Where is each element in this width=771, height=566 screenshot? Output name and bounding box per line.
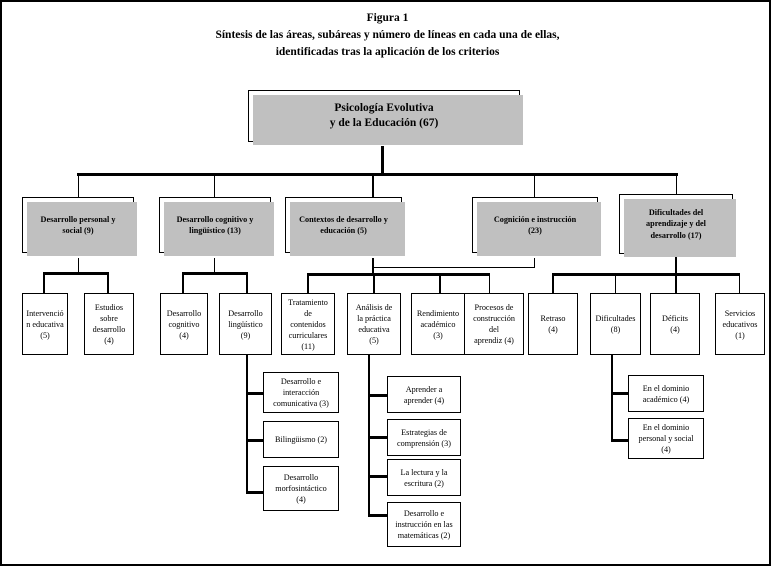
node-contextos-desarrollo-educacion[interactable]: Contextos de desarrollo y educación (5) — [285, 197, 405, 256]
node-label: Desarrollo cognitivo y lingüístico (13) — [176, 214, 254, 236]
node-label: Desarrollo personal y social (9) — [40, 214, 116, 236]
node-desarrollo-instruccion-matematicas[interactable]: Desarrollo e instrucción en las matemáti… — [387, 502, 461, 547]
node-label: Análisis de la práctica educativa (5) — [355, 303, 393, 345]
node-desarrollo-interaccion-comunicativa[interactable]: Desarrollo e interacción comunicativa (3… — [263, 372, 339, 413]
node-label: Intervenció n educativa (5) — [26, 308, 64, 340]
connector-branch-aprender-a-aprender — [368, 394, 388, 397]
connector-drop-analisis-practica-educativa — [373, 273, 375, 293]
node-label: Desarrollo cognitivo (4) — [166, 308, 202, 340]
node-label: Servicios educativos (1) — [722, 308, 758, 340]
node-rendimiento-academico[interactable]: Rendimiento académico (3) — [411, 293, 465, 355]
node-desarrollo-cognitivo-linguistico[interactable]: Desarrollo cognitivo y lingüístico (13) — [159, 197, 274, 256]
node-retraso[interactable]: Retraso (4) — [528, 293, 578, 355]
connector-drop-desarrollo-personal-social — [78, 173, 79, 197]
connector-spine-analisis-practica-educativa — [368, 355, 370, 516]
node-label: Procesos de construcción del aprendiz (4… — [473, 303, 515, 345]
node-label: Aprender a aprender (4) — [403, 384, 445, 405]
node-label: Retraso (4) — [540, 314, 566, 334]
node-desarrollo-morfosintactico[interactable]: Desarrollo morfosintáctico (4) — [263, 466, 339, 511]
connector-branch-estrategias-comprension — [368, 436, 388, 439]
node-label: En el dominio personal y social (4) — [638, 423, 694, 454]
figure-title-line-1: Figura 1 — [366, 12, 409, 24]
figure-title-line-3: identificadas tras la aplicación de los … — [275, 46, 500, 58]
connector-branch-dominio-personal-social — [611, 439, 629, 442]
connector-branch-desarrollo-instruccion-matematicas — [368, 514, 388, 517]
connector-bus-desarrollo-personal-social — [43, 272, 109, 275]
node-label: Estudios sobre desarrollo (4) — [92, 303, 126, 345]
connector-drop-cognicion-instruccion — [534, 173, 535, 197]
node-label: Bilingüismo (2) — [274, 435, 328, 444]
connector-drop-rendimiento-academico — [439, 273, 441, 293]
node-label: Tratamiento de contenidos curriculares (… — [288, 297, 328, 351]
node-deficits[interactable]: Déficits (4) — [650, 293, 700, 355]
node-label: Rendimiento académico (3) — [416, 308, 460, 340]
connector-drop-dificultades — [615, 273, 616, 293]
node-intervencion-educativa[interactable]: Intervenció n educativa (5) — [22, 293, 68, 355]
node-label: Desarrollo e instrucción en las matemáti… — [395, 509, 453, 540]
node-procesos-construccion-aprendiz[interactable]: Procesos de construcción del aprendiz (4… — [464, 293, 524, 355]
node-psicologia-evolutiva-educacion[interactable]: Psicología Evolutiva y de la Educación (… — [248, 90, 523, 145]
node-estudios-sobre-desarrollo[interactable]: Estudios sobre desarrollo (4) — [84, 293, 134, 355]
connector-drop-desarrollo-cognitivo — [182, 272, 184, 293]
connector-drop-desarrollo-linguistico — [246, 272, 248, 293]
connector-spine-dificultades — [611, 355, 613, 442]
node-label: Estrategias de comprensión (3) — [397, 427, 451, 448]
connector-branch-desarrollo-morfosintactico — [246, 491, 264, 494]
node-label: Desarrollo lingüístico (9) — [228, 308, 263, 340]
node-tratamiento-contenidos-curriculares[interactable]: Tratamiento de contenidos curriculares (… — [281, 293, 335, 355]
node-label: En el dominio académico (4) — [642, 383, 690, 404]
connector-branch-desarrollo-interaccion-comunicativa — [246, 392, 264, 395]
connector-spine-desarrollo-linguistico — [246, 355, 248, 493]
connector-drop-procesos-construccion-aprendiz — [489, 273, 490, 293]
connector-drop-desarrollo-cognitivo-linguistico — [214, 173, 215, 197]
figure-title: Figura 1 Síntesis de las áreas, subáreas… — [2, 10, 769, 61]
connector-drop-dificultades — [676, 173, 677, 195]
connector-stem-contextos-desarrollo-educacion — [372, 258, 374, 275]
node-label: La lectura y la escritura (2) — [400, 467, 448, 488]
figure-title-line-2: Síntesis de las áreas, subáreas y número… — [215, 29, 560, 41]
connector-drop-servicios-educativos — [739, 273, 740, 293]
node-desarrollo-linguistico[interactable]: Desarrollo lingüístico (9) — [219, 293, 272, 355]
node-label: Desarrollo morfosintáctico (4) — [275, 473, 327, 504]
connector-branch-lectura-escritura — [368, 475, 388, 478]
node-label: Contextos de desarrollo y educación (5) — [299, 214, 388, 236]
connector-branch-dominio-academico — [611, 392, 629, 395]
node-label: Dificultades (8) — [595, 314, 636, 334]
node-aprender-a-aprender[interactable]: Aprender a aprender (4) — [387, 376, 461, 413]
connector-bus-desarrollo-cognitivo-linguistico — [182, 272, 248, 275]
node-dificultades[interactable]: Dificultades (8) — [590, 293, 641, 355]
connector-drop-intervencion-educativa — [43, 272, 45, 293]
connector-drop-tratamiento-contenidos-curriculares — [307, 273, 309, 293]
node-desarrollo-cognitivo[interactable]: Desarrollo cognitivo (4) — [160, 293, 208, 355]
node-dominio-personal-social[interactable]: En el dominio personal y social (4) — [628, 418, 704, 459]
node-dominio-academico[interactable]: En el dominio académico (4) — [628, 375, 704, 412]
connector-level2-bus — [77, 173, 678, 176]
node-label: Dificultades del aprendizaje y del desar… — [646, 207, 706, 240]
connector-root-stem — [381, 146, 384, 174]
connector-branch-bilinguismo — [246, 439, 264, 442]
connector-bus-contextos-cognicion — [307, 273, 490, 276]
connector-drop-estudios-sobre-desarrollo — [107, 272, 109, 293]
connector-bus-dificultades-aprendizaje — [552, 273, 740, 276]
node-cognicion-instruccion[interactable]: Cognición e instrucción (23) — [472, 197, 601, 256]
node-lectura-escritura[interactable]: La lectura y la escritura (2) — [387, 459, 461, 496]
node-bilinguismo[interactable]: Bilingüismo (2) — [263, 421, 339, 458]
connector-stem-dificultades-aprendizaje — [675, 254, 677, 274]
node-servicios-educativos[interactable]: Servicios educativos (1) — [715, 293, 765, 355]
connector-drop-retraso — [552, 273, 554, 293]
node-desarrollo-personal-social[interactable]: Desarrollo personal y social (9) — [22, 197, 137, 256]
node-dificultades-aprendizaje-desarrollo[interactable]: Dificultades del aprendizaje y del desar… — [619, 194, 736, 257]
connector-stem-cognicion-instruccion — [534, 258, 535, 268]
node-label: Déficits (4) — [662, 314, 688, 334]
node-analisis-practica-educativa[interactable]: Análisis de la práctica educativa (5) — [347, 293, 401, 355]
connector-stem-desarrollo-cognitivo-linguistico — [214, 258, 215, 273]
connector-elbow-cognicion-instruccion — [373, 267, 535, 268]
node-label: Desarrollo e interacción comunicativa (3… — [273, 377, 329, 408]
connector-drop-deficits — [675, 273, 677, 293]
node-label: Cognición e instrucción (23) — [493, 214, 577, 236]
connector-drop-contextos-desarrollo-educacion — [372, 173, 374, 197]
node-label: Psicología Evolutiva y de la Educación (… — [329, 102, 439, 129]
node-estrategias-comprension[interactable]: Estrategias de comprensión (3) — [387, 419, 461, 456]
connector-stem-desarrollo-personal-social — [78, 258, 79, 273]
